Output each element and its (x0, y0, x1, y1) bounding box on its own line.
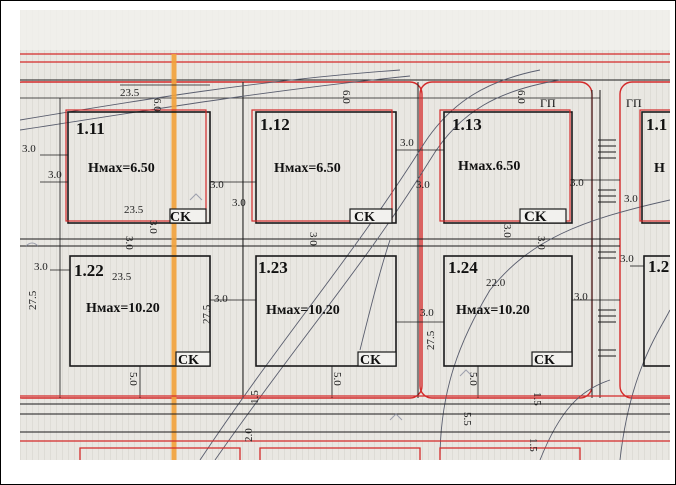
dim-label: 3.0 (420, 307, 434, 319)
dim-label: 1.5 (531, 392, 543, 406)
dimension-labels: 23.5 6.0 6.0 6.0 3.0 3.0 3.0 3.0 3.0 3.0… (22, 87, 638, 452)
lot-id-1-24: 1.24 (448, 258, 478, 277)
lot-tag-1-23: CK (360, 353, 381, 368)
dim-label: 23.5 (120, 87, 140, 99)
dim-label: 3.0 (570, 177, 584, 189)
lot-tag-1-24: CK (534, 353, 555, 368)
dim-label: 27.5 (425, 330, 437, 350)
dim-label: 3.0 (620, 253, 634, 265)
pencil-marks (25, 193, 473, 421)
lot-id-1-12: 1.12 (260, 115, 290, 134)
dim-label: 3.0 (22, 143, 36, 155)
dimension-lines (40, 84, 644, 398)
dim-label: 27.5 (27, 290, 39, 310)
dim-label: 3.0 (535, 236, 547, 250)
lot-tag-1-11: CK (170, 210, 191, 225)
dim-label: 3.0 (232, 197, 246, 209)
dim-label: 3.0 (147, 220, 159, 234)
site-plan-drawing: 1.11 Hмах=6.50 CK 1.12 Hмах=6.50 CK 1.13… (20, 10, 670, 460)
lot-id-1-1: 1.1 (646, 115, 667, 134)
lot-id-1-2: 1.2 (648, 257, 669, 276)
dim-label: 3.0 (400, 137, 414, 149)
building-footprints (67, 111, 670, 367)
lot-height-1-1: H (654, 161, 665, 176)
block-dividers (20, 82, 620, 398)
stair-hatching (598, 139, 616, 357)
lot-tag-1-12: CK (354, 210, 375, 225)
dim-label: 23.5 (112, 271, 132, 283)
lot-id-1-13: 1.13 (452, 115, 482, 134)
dim-label: 5.0 (127, 372, 139, 386)
lot-id-1-23: 1.23 (258, 258, 288, 277)
lot-height-1-13: Hмах.6.50 (458, 159, 520, 174)
lot-id-1-11: 1.11 (76, 119, 105, 138)
dim-label: 5.0 (331, 372, 343, 386)
hatch-texture (20, 10, 670, 460)
dim-label: 5.0 (467, 372, 479, 386)
dim-label: 23.5 (124, 204, 144, 216)
dim-label: 3.0 (34, 261, 48, 273)
dim-label: 3.0 (307, 232, 319, 246)
footprint-red-overlays (65, 109, 670, 222)
lot-tag-1-22: CK (178, 353, 199, 368)
bottom-dim-lines (20, 403, 670, 433)
lot-height-1-24: Hмах=10.20 (456, 303, 530, 318)
dim-label: 3.0 (48, 169, 62, 181)
dim-label: 22.0 (486, 277, 506, 289)
dim-label: 3.0 (214, 293, 228, 305)
dim-label: 3.0 (574, 291, 588, 303)
lot-height-1-11: Hмах=6.50 (88, 161, 155, 176)
dim-label: 6.0 (515, 90, 527, 104)
zone-label-2: ГП (626, 96, 642, 110)
lot-tag-1-13: CK (524, 209, 547, 225)
lot-height-1-23: Hмах=10.20 (266, 303, 340, 318)
ck-boxes (169, 208, 573, 367)
bottom-street-lines (20, 395, 670, 460)
dim-label: 27.5 (201, 304, 213, 324)
dim-label: 2.0 (243, 428, 255, 442)
zone-label-1: ГП (540, 96, 556, 110)
dim-label: 6.0 (151, 98, 163, 112)
dim-label: 3.0 (416, 179, 430, 191)
dim-label: 1.5 (249, 390, 261, 404)
top-blur-band (20, 10, 670, 50)
lot-height-1-12: Hмах=6.50 (274, 161, 341, 176)
lot-id-1-22: 1.22 (74, 261, 104, 280)
dim-label: 5.5 (461, 412, 473, 426)
dim-label: 6.0 (340, 90, 352, 104)
dim-label: 3.0 (123, 236, 135, 250)
top-street-lines (20, 53, 670, 63)
dim-label: 3.0 (501, 224, 513, 238)
dim-label: 3.0 (624, 193, 638, 205)
dim-label: 1.5 (527, 438, 539, 452)
lot-height-1-22: Hмах=10.20 (86, 301, 160, 316)
dim-label: 3.0 (210, 179, 224, 191)
